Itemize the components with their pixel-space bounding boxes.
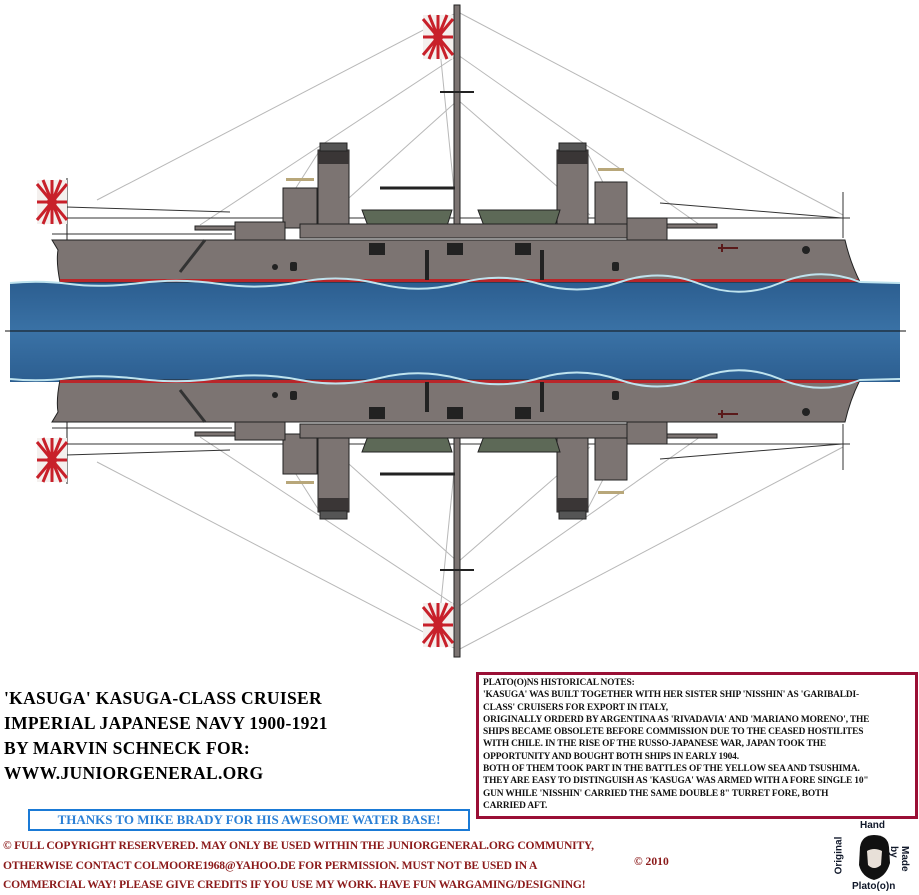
thanks-box: THANKS TO MIKE BRADY FOR HIS AWESOME WAT… <box>28 809 470 831</box>
water-base <box>10 282 900 382</box>
logo-bottom-text: Plato(o)n <box>852 881 896 892</box>
rising-sun-flag-icon <box>421 13 455 61</box>
logo-top-text: Hand <box>860 820 885 831</box>
ship-bottom <box>8 368 902 659</box>
notes-line: ORIGINALLY ORDERD BY ARGENTINA AS 'RIVAD… <box>483 714 870 725</box>
notes-line: 'KASUGA' WAS BUILT TOGETHER WITH HER SIS… <box>483 690 859 701</box>
notes-line: WITH CHILE. IN THE RISE OF THE RUSSO-JAP… <box>483 739 827 750</box>
logo-left-text: Original <box>833 836 845 875</box>
copyright-year: © 2010 <box>634 855 669 868</box>
title-line: BY MARVIN SCHNECK FOR: <box>4 738 250 758</box>
notes-line: THEY ARE EASY TO DISTINGUISH AS 'KASUGA'… <box>483 776 869 787</box>
title-line: 'KASUGA' KASUGA-CLASS CRUISER <box>4 688 322 708</box>
rising-sun-flag-icon <box>35 178 69 226</box>
notes-line: SHIPS BECAME OBSOLETE BEFORE COMMISSION … <box>483 727 864 738</box>
notes-heading: PLATO(O)NS HISTORICAL NOTES: <box>483 678 635 688</box>
ship-top <box>8 3 902 294</box>
title-line: WWW.JUNIORGENERAL.ORG <box>4 763 264 783</box>
platoon-logo: Hand Original Made by Plato(o)n <box>833 820 914 894</box>
title-block: 'KASUGA' KASUGA-CLASS CRUISER IMPERIAL J… <box>4 686 328 786</box>
footer-line: COMMERCIAL WAY! PLEASE GIVE CREDITS IF Y… <box>3 878 586 891</box>
ship-artwork <box>5 3 906 659</box>
portrait-logo-icon <box>859 835 890 880</box>
footer-line: © FULL COPYRIGHT RESERVERED. MAY ONLY BE… <box>3 839 594 852</box>
footer-line: OTHERWISE CONTACT COLMOORE1968@YAHOO.DE … <box>3 858 538 872</box>
copyright-footer: © FULL COPYRIGHT RESERVERED. MAY ONLY BE… <box>3 836 594 895</box>
title-line: IMPERIAL JAPANESE NAVY 1900-1921 <box>4 713 328 733</box>
historical-notes-box: PLATO(O)NS HISTORICAL NOTES: 'KASUGA' WA… <box>476 672 918 819</box>
notes-line: CLASS' CRUISERS FOR EXPORT IN ITALY, <box>483 702 668 713</box>
rising-sun-flag-icon <box>421 601 455 649</box>
rising-sun-flag-icon <box>35 436 69 484</box>
notes-line: BOTH OF THEM TOOK PART IN THE BATTLES OF… <box>483 764 860 775</box>
notes-line: OPPORTUNITY AND BOUGHT BOTH SHIPS IN EAR… <box>483 751 739 762</box>
notes-line: GUN WHILE 'NISSHIN' CARRIED THE SAME DOU… <box>483 788 829 799</box>
notes-line: CARRIED AFT. <box>483 800 548 811</box>
